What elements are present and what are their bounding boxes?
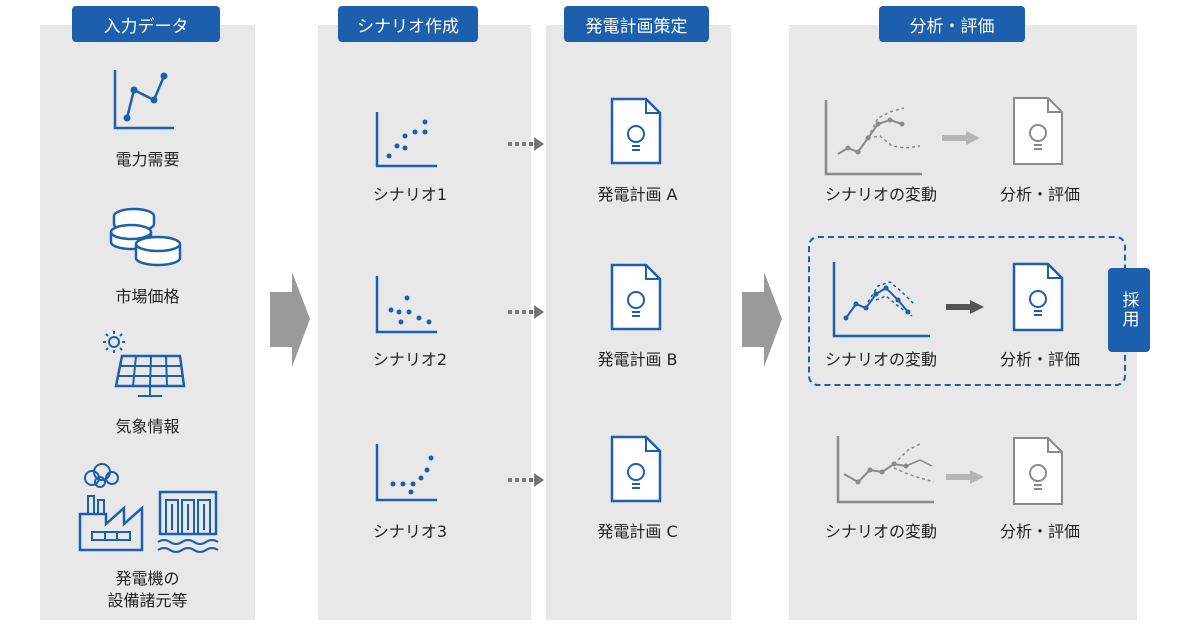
analysis-row-1-left: シナリオの変動	[824, 185, 937, 204]
variation-chart-3-icon	[836, 436, 935, 504]
analysis-row-3-left: シナリオの変動	[824, 522, 937, 541]
input-item-weather: 気象情報	[115, 417, 180, 436]
variation-chart-1-icon	[824, 100, 922, 176]
plan-item-b: 発電計画 B	[597, 350, 678, 369]
scatter-1-icon	[375, 112, 437, 168]
scenario-item-2: シナリオ2	[372, 350, 448, 369]
scatter-3-icon	[375, 444, 437, 502]
adopted-badge: 採用	[1108, 268, 1150, 352]
scenario-item-1: シナリオ1	[372, 185, 448, 204]
factory-icon	[78, 463, 144, 552]
plan-doc-b-icon	[610, 263, 662, 331]
gray-arrow-1-icon	[942, 131, 980, 145]
big-arrow-2-icon	[742, 272, 782, 367]
input-column	[40, 25, 255, 620]
scenario-item-3: シナリオ3	[372, 522, 448, 541]
input-item-price: 市場価格	[115, 287, 180, 306]
line-chart-icon	[113, 70, 174, 130]
coins-icon	[109, 207, 182, 267]
analysis-doc-3-icon	[1013, 437, 1063, 505]
analysis-column	[789, 25, 1137, 620]
plan-doc-a-icon	[610, 97, 662, 165]
analysis-doc-2-icon	[1012, 262, 1064, 332]
big-arrow-1-icon	[270, 272, 310, 367]
plan-doc-c-icon	[610, 435, 662, 503]
analysis-row-2-left: シナリオの変動	[824, 350, 937, 369]
analysis-row-2-right: 分析・評価	[999, 350, 1080, 369]
input-item-specs-line2: 設備諸元等	[107, 591, 188, 610]
input-item-specs-line1: 発電機の	[115, 569, 180, 588]
dotted-arrow-1-icon	[508, 137, 544, 151]
plan-header: 発電計画策定	[564, 6, 709, 42]
analysis-header: 分析・評価	[879, 6, 1025, 42]
plan-item-a: 発電計画 A	[597, 185, 678, 204]
input-item-specs: 発電機の 設備諸元等	[85, 568, 210, 612]
scenario-header: シナリオ作成	[338, 6, 478, 42]
input-item-demand: 電力需要	[115, 150, 180, 169]
dark-arrow-2-icon	[946, 300, 984, 314]
analysis-doc-1-icon	[1013, 97, 1063, 165]
gray-arrow-3-icon	[946, 470, 984, 484]
dotted-arrow-3-icon	[508, 473, 544, 487]
dam-icon	[157, 490, 219, 553]
dotted-arrow-2-icon	[508, 305, 544, 319]
analysis-row-1-right: 分析・評価	[999, 185, 1080, 204]
plan-item-c: 発電計画 C	[597, 522, 678, 541]
analysis-row-3-right: 分析・評価	[999, 522, 1080, 541]
variation-chart-2-icon	[832, 262, 930, 338]
solar-panel-icon	[103, 331, 186, 397]
scatter-2-icon	[375, 276, 437, 334]
input-header: 入力データ	[72, 6, 220, 42]
